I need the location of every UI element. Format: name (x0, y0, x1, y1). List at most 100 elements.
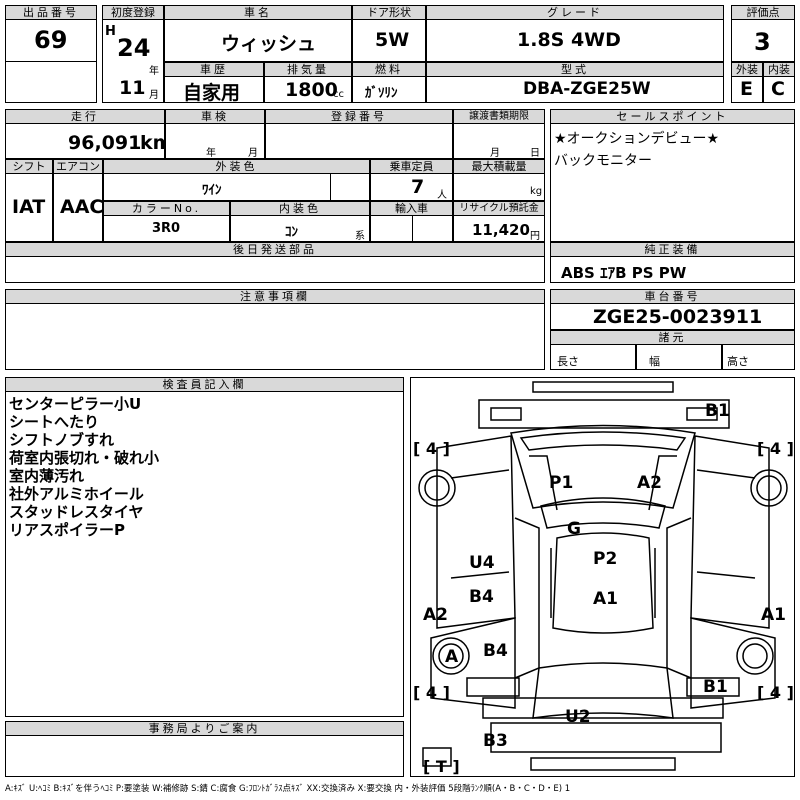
era: H (105, 24, 116, 39)
int-score: C (771, 78, 785, 100)
damage-mark: B3 (483, 731, 508, 751)
car-outline: B1 P1 A2 G P2 A1 U4 B4 A2 A1 A B4 B1 U2 … (413, 381, 794, 776)
recycle-unit: 円 (530, 231, 540, 242)
int-color-label: 内装色 (230, 201, 370, 216)
load-cell: kg (453, 173, 545, 201)
recycle: 11,420 (472, 221, 530, 239)
inspection-label: 車検 (165, 109, 265, 124)
tire-depth: [ 4 ] (757, 439, 794, 458)
displacement-cell: 1800 cc (264, 76, 352, 103)
equip-label: 純正装備 (550, 242, 795, 257)
transfer-month-unit: 月 (490, 148, 500, 159)
car-name: ウィッシュ (221, 33, 317, 55)
month-unit: 月 (149, 90, 159, 101)
chassis-label: 車台番号 (550, 289, 795, 304)
score-cell: 3 (731, 19, 795, 62)
capacity: 7 (411, 176, 425, 198)
damage-mark: A2 (423, 605, 448, 625)
lot-no-cell: 69 (5, 19, 97, 62)
reg-no-cell (265, 123, 453, 159)
grade-label: グレード (426, 5, 724, 20)
legend: A:ｷｽﾞ U:ﾍｺﾐ B:ｷｽﾞを伴うﾍｺﾐ P:要塗装 W:補修跡 S:錆 … (5, 784, 571, 794)
car-name-cell: ウィッシュ (164, 19, 352, 62)
ac-cell: AAC (53, 173, 103, 242)
damage-diagram: B1 P1 A2 G P2 A1 U4 B4 A2 A1 A B4 B1 U2 … (410, 377, 795, 777)
inspector-note: シフトノブすれ (9, 431, 115, 449)
int-color: ｺﾝ (285, 225, 298, 240)
car-name-label: 車名 (164, 5, 352, 20)
doors: 5W (375, 29, 410, 51)
insp-month-unit: 月 (248, 148, 258, 159)
width-label: 幅 (649, 355, 660, 368)
lot-no-blank (5, 61, 97, 103)
office-cell (5, 735, 404, 777)
tire-depth: [ 4 ] (413, 683, 450, 702)
notice-label: 注意事項欄 (5, 289, 545, 304)
mileage: 96,091 (68, 132, 142, 154)
tire-depth: [ 4 ] (413, 439, 450, 458)
equip: ABS ｴｱB PS PW (561, 264, 687, 282)
int-label: 内装 (763, 62, 795, 77)
lot-no: 69 (34, 26, 68, 54)
ext-score: E (740, 78, 753, 100)
capacity-cell: 7 人 (370, 173, 453, 201)
color-extra (330, 173, 370, 201)
ac-label: エアコン (53, 159, 103, 174)
damage-mark: P2 (593, 549, 617, 569)
score-label: 評価点 (731, 5, 795, 20)
transfer-day-unit: 日 (530, 148, 540, 159)
ext-score-cell: E (731, 76, 763, 103)
damage-mark: A1 (593, 589, 618, 609)
damage-mark: B1 (705, 401, 730, 421)
displacement-label: 排気量 (264, 62, 352, 77)
load-unit: kg (530, 186, 543, 197)
inspector-label: 検査員記入欄 (5, 377, 404, 392)
notice-cell (5, 303, 545, 370)
color-no-cell: 3R0 (103, 215, 230, 242)
damage-mark: U4 (469, 553, 495, 573)
mileage-unit: km (140, 132, 173, 154)
dims-label: 諸元 (550, 330, 795, 345)
import-label: 輸入車 (370, 201, 453, 216)
inspector-note: リアスポイラーP (9, 521, 125, 539)
capacity-label: 乗車定員 (370, 159, 453, 174)
grade-cell: 1.8S 4WD (426, 19, 724, 62)
history: 自家用 (183, 82, 241, 104)
model-label: 型式 (426, 62, 724, 77)
transfer-cell: 月 日 (453, 123, 545, 159)
color-label: 外装色 (103, 159, 370, 174)
doors-cell: 5W (352, 19, 426, 62)
load-label: 最大積載量 (453, 159, 545, 174)
reg-month: 11 (119, 77, 146, 99)
score: 3 (754, 28, 771, 56)
int-color-unit: 系 (355, 231, 365, 242)
insp-year-unit: 年 (206, 148, 216, 159)
inspector-note: 室内薄汚れ (9, 467, 85, 485)
history-label: 車歴 (164, 62, 264, 77)
height-cell: 高さ (722, 344, 795, 370)
shift-label: シフト (5, 159, 53, 174)
sales-label: セールスポイント (550, 109, 795, 124)
tire-depth: [ 4 ] (757, 683, 794, 702)
fuel-cell: ｶﾞｿﾘﾝ (352, 76, 426, 103)
inspector-note: スタッドレスタイヤ (9, 503, 144, 521)
ac: AAC (60, 196, 104, 218)
sales-cell: ★オークションデビュー★ バックモニター (550, 123, 795, 242)
mileage-label: 走行 (5, 109, 165, 124)
shift: IAT (12, 196, 46, 218)
damage-mark: A (445, 647, 459, 667)
inspector-note: センターピラー小U (9, 395, 142, 413)
damage-mark: B4 (469, 587, 494, 607)
length-cell: 長さ (550, 344, 636, 370)
sales-line: バックモニター (554, 153, 652, 169)
reg-year: 24 (117, 34, 151, 62)
first-reg-cell: H 24 年 11 月 (102, 19, 164, 103)
fuel: ｶﾞｿﾘﾝ (365, 86, 398, 101)
int-score-cell: C (763, 76, 795, 103)
year-unit: 年 (149, 66, 159, 77)
fuel-label: 燃料 (352, 62, 426, 77)
damage-mark: G (567, 519, 581, 539)
damage-mark: A2 (637, 473, 662, 493)
displacement: 1800 (285, 79, 338, 101)
model-cell: DBA-ZGE25W (426, 76, 724, 103)
